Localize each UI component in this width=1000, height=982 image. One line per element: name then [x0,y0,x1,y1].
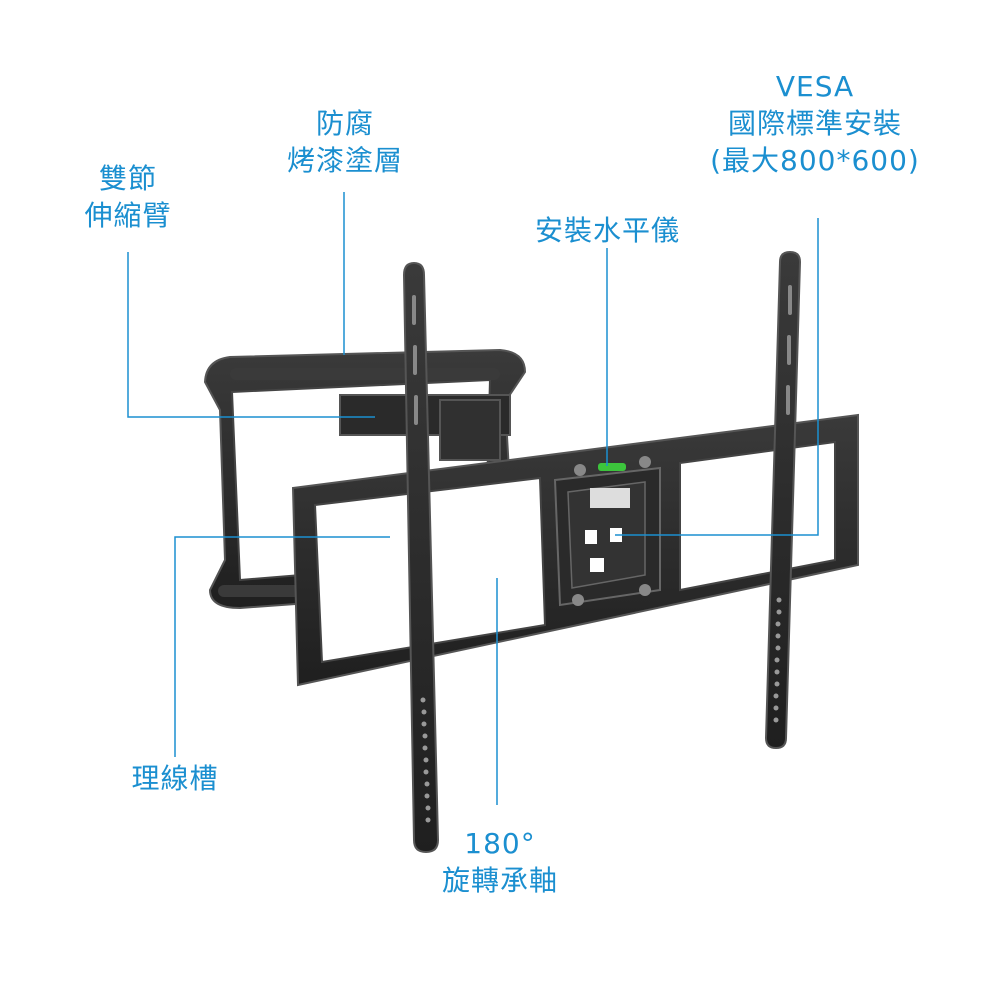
label-vesa-line1: VESA [775,70,855,103]
label-pivot-line2: 旋轉承軸 [441,864,558,897]
label-pivot-line1: 180° [464,827,536,860]
label-coating-line1: 防腐 [315,107,374,140]
label-cable-line1: 理線槽 [131,762,219,795]
leader-double-arm [127,252,375,418]
label-coating: 防腐 烤漆塗層 [255,105,435,179]
label-double-arm-line1: 雙節 [98,162,157,195]
label-double-arm: 雙節 伸縮臂 [58,160,198,234]
label-cable: 理線槽 [100,760,250,797]
tv-arm-right [764,250,802,750]
leader-cable [174,536,390,757]
leader-lines [127,192,819,805]
tv-arm-left [402,261,440,854]
bubble-level [598,463,626,471]
label-vesa: VESA 國際標準安裝 (最大800*600) [680,68,950,179]
arm-slots [412,285,792,425]
leader-vesa [615,218,819,536]
label-level-line1: 安裝水平儀 [534,214,680,247]
label-pivot: 180° 旋轉承軸 [420,825,580,899]
label-level: 安裝水平儀 [500,212,715,249]
label-vesa-line3: (最大800*600) [710,144,920,177]
label-coating-line2: 烤漆塗層 [286,144,403,177]
arm-holes [420,597,782,823]
label-vesa-line2: 國際標準安裝 [727,107,902,140]
label-double-arm-line2: 伸縮臂 [84,199,172,232]
